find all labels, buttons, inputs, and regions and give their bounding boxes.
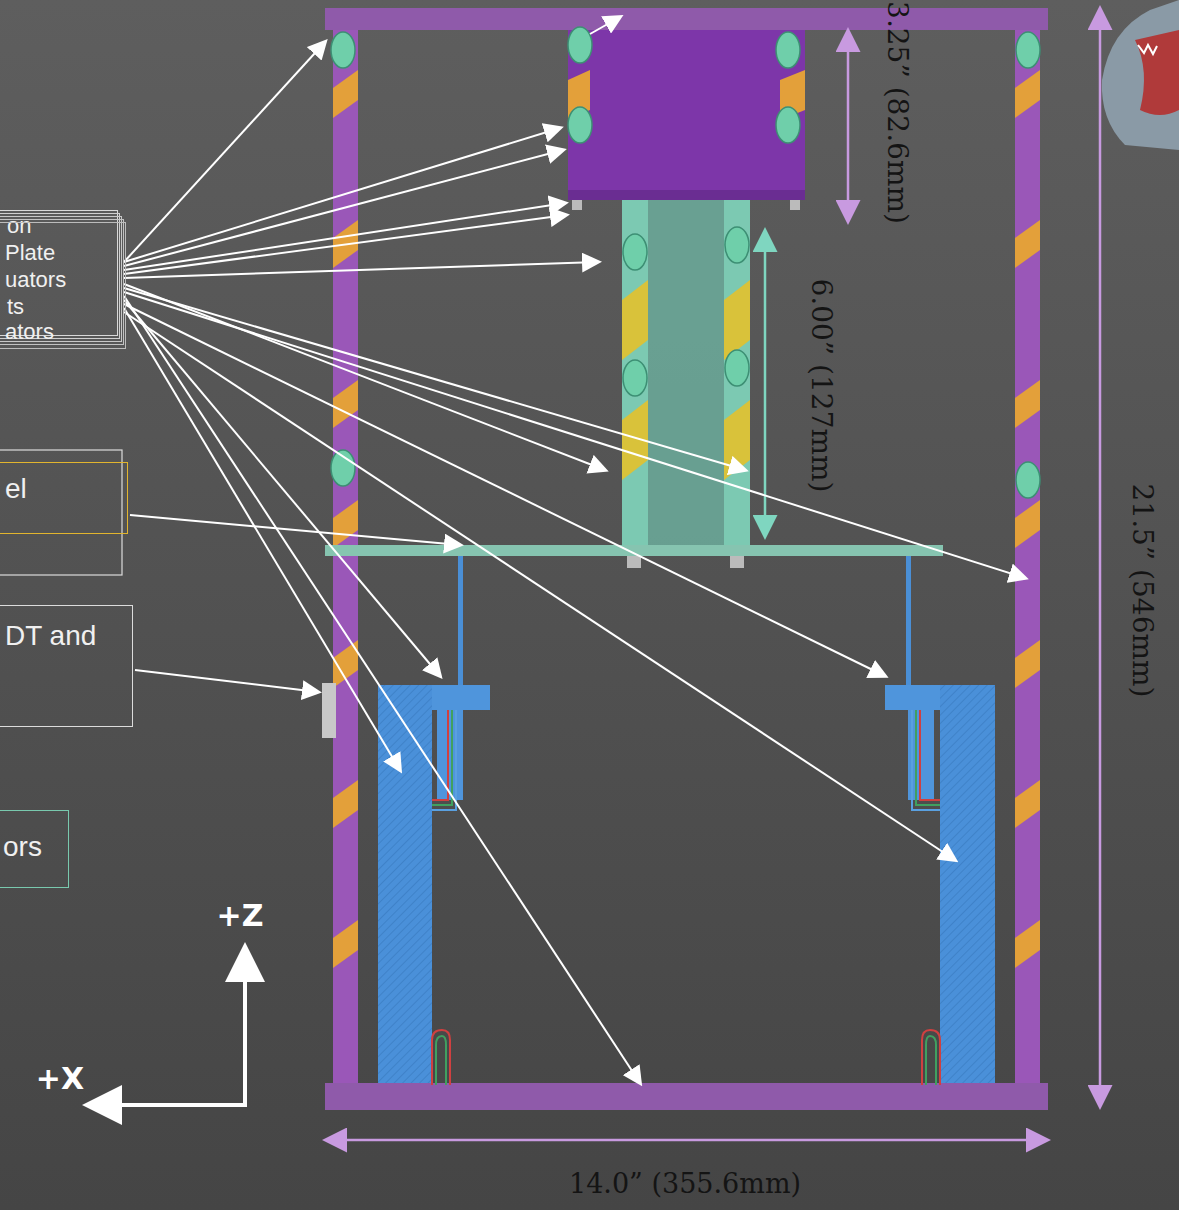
leg-bracket <box>432 685 490 710</box>
dimension-label: 21.5” (546mm) <box>1126 483 1159 697</box>
callout-text: ors <box>3 831 42 863</box>
dimension-line <box>327 1139 1046 1142</box>
left-post <box>333 30 358 1083</box>
callout-text: ators <box>5 319 54 345</box>
dimension-line <box>1099 10 1102 1105</box>
callout-text: ts <box>7 294 24 320</box>
top-rail <box>325 8 1048 30</box>
housing-base <box>568 190 805 200</box>
leg <box>940 685 995 1083</box>
actuator-column <box>724 195 750 545</box>
dimension-label: 6.00” (127mm) <box>805 278 838 492</box>
x-axis <box>90 1103 247 1107</box>
callout-text: DT and <box>5 620 96 652</box>
wires <box>432 710 940 1085</box>
callout-box: DT and <box>0 605 133 727</box>
dimension-line <box>764 232 767 535</box>
axis-label: +Z <box>217 898 264 933</box>
bracket <box>322 683 336 738</box>
axis-label: +X <box>36 1061 84 1096</box>
callout-text: Plate <box>5 240 55 266</box>
leg <box>378 685 432 1083</box>
actuator-column <box>622 195 648 545</box>
shark-image <box>1102 0 1179 150</box>
callout-box: ators <box>0 222 126 349</box>
right-post <box>1015 30 1040 1083</box>
callout-frame <box>0 450 122 575</box>
callout-text: el <box>5 473 27 505</box>
actuator-housing <box>568 28 805 195</box>
leg-bracket <box>885 685 940 710</box>
dimension-line <box>847 32 850 220</box>
bottom-rail <box>325 1083 1048 1110</box>
dimension-label: 14.0” (355.6mm) <box>569 1168 801 1199</box>
callout-box: el <box>0 462 128 534</box>
z-axis <box>243 950 247 1105</box>
rod <box>906 556 911 686</box>
actuator-region <box>622 195 750 545</box>
callout-text: uators <box>5 267 66 293</box>
rod <box>458 556 463 686</box>
callout-box: ors <box>0 810 69 888</box>
dimension-label: 3.25” (82.6mm) <box>880 1 913 224</box>
